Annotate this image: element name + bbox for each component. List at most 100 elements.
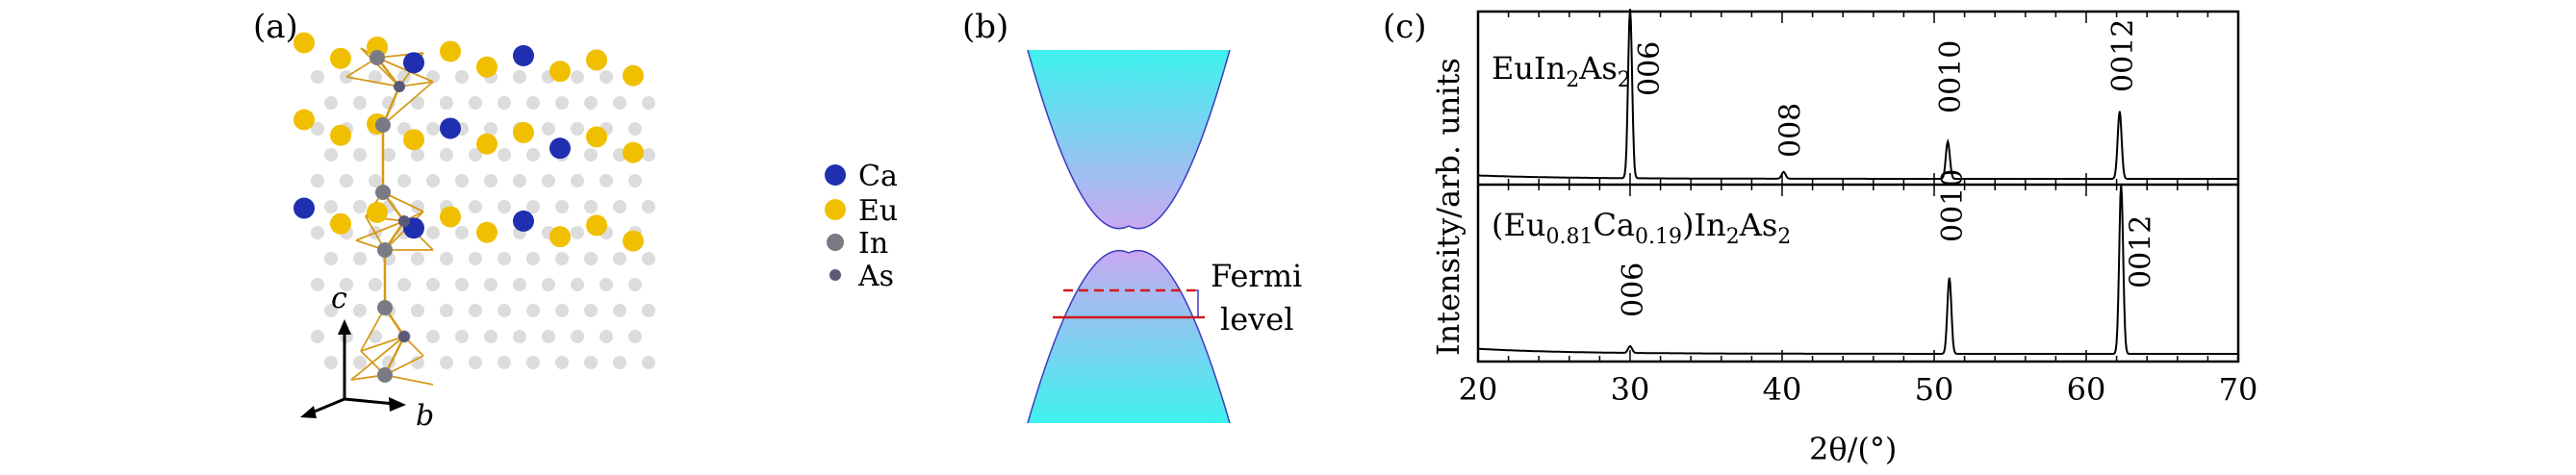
peak-label: 0012 [2124,215,2157,288]
background-atom [497,304,511,317]
polyhedron-edge [376,57,434,83]
eu-atom [367,201,388,223]
background-atom [324,356,338,369]
background-atom [584,200,598,213]
peak-label: 0010 [1936,169,1970,242]
background-atom [382,148,395,162]
eu-atom [293,109,315,131]
background-atom [497,200,511,213]
x-axis-label: 2θ/(°) [1809,431,1897,467]
background-atom [642,252,655,265]
eu-atom [549,226,571,248]
background-atom [455,278,469,291]
background-atom [599,174,613,188]
x-tick-label: 70 [2219,371,2258,408]
valence-band [1028,250,1230,423]
eu-atom [440,206,461,228]
eu-atom [549,61,571,83]
eu-atom [293,32,315,54]
background-atom [628,174,642,188]
background-atom [311,122,324,136]
peak-label: 008 [1774,103,1808,158]
legend-as-marker [829,269,841,281]
in-atom [375,185,391,200]
background-atom [411,356,424,369]
valence-band-edge [1027,249,1231,424]
fermi-label-line1: Fermi [1211,258,1302,294]
background-atom [584,96,598,110]
in-atom [375,117,391,133]
x-tick-label: 30 [1611,371,1650,408]
fermi-shift-bracket [1195,289,1199,317]
background-atom [571,226,584,239]
background-atom [513,278,526,291]
background-atom [440,304,453,317]
peak-label: 006 [1633,41,1667,96]
background-atom [411,148,424,162]
background-atom [369,330,382,343]
as-atom [394,81,405,92]
eu-atom [623,141,644,163]
ca-atom [513,44,534,66]
polyhedron-edge [382,81,434,126]
background-atom [411,252,424,265]
background-atom [324,252,338,265]
band-diagram: Fermi level [1027,49,1302,424]
background-atom [584,148,598,162]
background-atom [526,252,540,265]
in-atom [377,300,393,315]
conduction-band [1028,50,1230,229]
legend-eu-label: Eu [858,194,898,228]
front-atoms [293,32,644,383]
eu-atom [513,121,534,143]
trace-euca-in2as2 [1477,184,2238,355]
background-atom [526,200,540,213]
eu-atom [330,124,351,146]
legend-ca-label: Ca [858,160,898,193]
background-atom [555,356,569,369]
eu-atom [330,47,351,69]
background-atom [555,200,569,213]
series-label-bottom: (Eu0.81Ca0.19)In2As2 [1492,207,1791,249]
background-atom [411,304,424,317]
background-atom [613,252,626,265]
background-atom [340,174,353,188]
background-atom [369,70,382,84]
x-tick-label: 50 [1915,371,1954,408]
background-atom [426,278,440,291]
peak-label: 0012 [2106,19,2140,92]
legend-ca-marker [825,164,846,186]
background-atom [613,304,626,317]
background-atom [324,304,338,317]
background-atom [542,278,555,291]
background-atom [440,148,453,162]
background-atom [440,252,453,265]
peak-label: 006 [1617,262,1650,317]
ca-atom [293,197,315,219]
eu-atom [586,126,607,148]
eu-atom [586,214,607,237]
background-atom [526,96,540,110]
background-atom [642,304,655,317]
as-atom [398,215,410,227]
background-atom [497,148,511,162]
background-atom [311,330,324,343]
eu-atom [330,212,351,235]
axis-b-label: b [416,399,434,433]
background-atom [542,122,555,136]
background-atom [642,96,655,110]
background-atom [497,96,511,110]
background-atom [397,70,411,84]
background-atom [469,304,482,317]
crystal-axes: c a b [300,282,434,433]
background-atom [469,148,482,162]
crystal-structure-figure: c a b Ca Eu In As [293,32,898,433]
polyhedron-edge [360,336,405,352]
background-atom [571,330,584,343]
background-atom [526,304,540,317]
background-atom [526,356,540,369]
background-atom [311,70,324,84]
background-atom [642,356,655,369]
